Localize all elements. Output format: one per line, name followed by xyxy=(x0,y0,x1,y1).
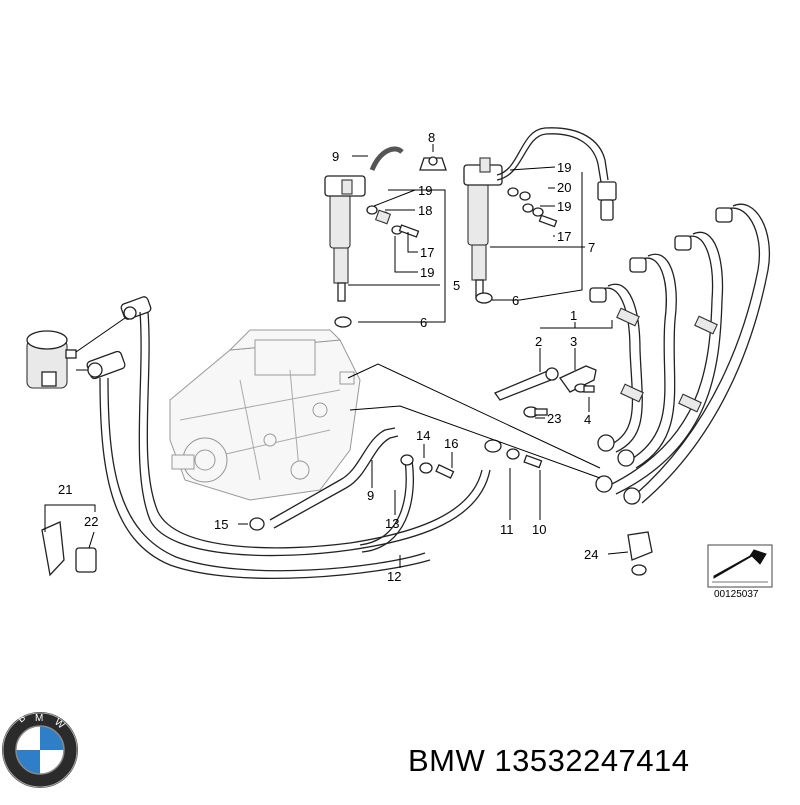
hose-fittings xyxy=(86,296,152,380)
fuel-hoses xyxy=(99,311,491,579)
callout-15: 15 xyxy=(214,517,228,532)
callout-19: 19 xyxy=(557,199,571,214)
callout-17: 17 xyxy=(420,245,434,260)
callout-6: 6 xyxy=(420,315,427,330)
callout-8: 8 xyxy=(428,130,435,145)
injector-small-parts xyxy=(334,146,558,328)
callout-1: 1 xyxy=(570,308,577,323)
fuel-filter xyxy=(26,317,126,389)
callout-4: 4 xyxy=(584,412,591,427)
callout-16: 16 xyxy=(444,436,458,451)
callout-labels: 8 9 19 18 17 19 5 6 19 20 19 17 7 6 1 2 … xyxy=(58,130,598,584)
callout-18: 18 xyxy=(418,203,432,218)
injector-right xyxy=(463,127,617,299)
part-number-caption: BMW 13532247414 xyxy=(408,743,690,778)
callout-24: 24 xyxy=(584,547,598,562)
callout-12: 12 xyxy=(387,569,401,584)
callout-3: 3 xyxy=(570,334,577,349)
callout-10: 10 xyxy=(532,522,546,537)
leader-lines xyxy=(44,144,629,568)
callout-20: 20 xyxy=(557,180,571,195)
callout-22: 22 xyxy=(84,514,98,529)
injector-left xyxy=(324,175,366,302)
callout-11: 11 xyxy=(500,522,514,537)
callout-2: 2 xyxy=(535,334,542,349)
callout-19: 19 xyxy=(418,183,432,198)
svg-text:M: M xyxy=(35,713,43,724)
callout-19: 19 xyxy=(557,160,571,175)
injection-lines xyxy=(589,203,770,505)
callout-9: 9 xyxy=(332,149,339,164)
callout-17: 17 xyxy=(557,229,571,244)
callout-23: 23 xyxy=(547,411,561,426)
fasteners xyxy=(41,365,653,577)
bmw-logo: B M W xyxy=(2,712,78,788)
callout-19: 19 xyxy=(420,265,434,280)
callout-6: 6 xyxy=(512,293,519,308)
injection-pump xyxy=(169,329,361,501)
callout-5: 5 xyxy=(453,278,460,293)
callout-9: 9 xyxy=(367,488,374,503)
callout-14: 14 xyxy=(416,428,430,443)
callout-7: 7 xyxy=(588,240,595,255)
callout-21: 21 xyxy=(58,482,72,497)
callout-13: 13 xyxy=(385,516,399,531)
diagram-reference-symbol: 00125037 xyxy=(707,544,773,600)
diagram-ref-code: 00125037 xyxy=(714,589,759,600)
